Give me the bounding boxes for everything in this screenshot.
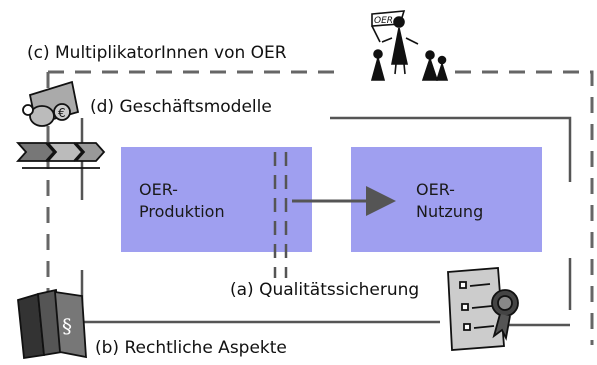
produktion-box	[121, 147, 312, 252]
produktion-line2: Produktion	[139, 201, 225, 221]
produktion-line1: OER-	[139, 180, 178, 199]
nutzung-label: OER- Nutzung	[416, 179, 483, 222]
geschaeftsmodelle-frame	[330, 116, 572, 327]
svg-text:€: €	[58, 106, 66, 120]
people-with-flag-icon: OER	[370, 10, 449, 81]
produktion-label: OER- Produktion	[139, 179, 225, 222]
label-geschaeftsmodelle: (d) Geschäftsmodelle	[90, 97, 272, 117]
qualitaet-line	[273, 152, 288, 278]
svg-text:§: §	[62, 314, 72, 338]
flag-text: OER	[374, 16, 393, 26]
label-qualitaetssicherung: (a) Qualitätssicherung	[230, 280, 420, 300]
label-multiplikatoren: (c) MultiplikatorInnen von OER	[27, 43, 287, 63]
nutzung-line2: Nutzung	[416, 201, 484, 221]
certificate-icon	[447, 267, 519, 351]
nutzung-line1: OER-	[416, 180, 455, 199]
label-rechtliche-aspekte: (b) Rechtliche Aspekte	[95, 338, 287, 358]
law-books-icon: §	[17, 288, 87, 360]
business-model-icon: €	[15, 80, 106, 169]
